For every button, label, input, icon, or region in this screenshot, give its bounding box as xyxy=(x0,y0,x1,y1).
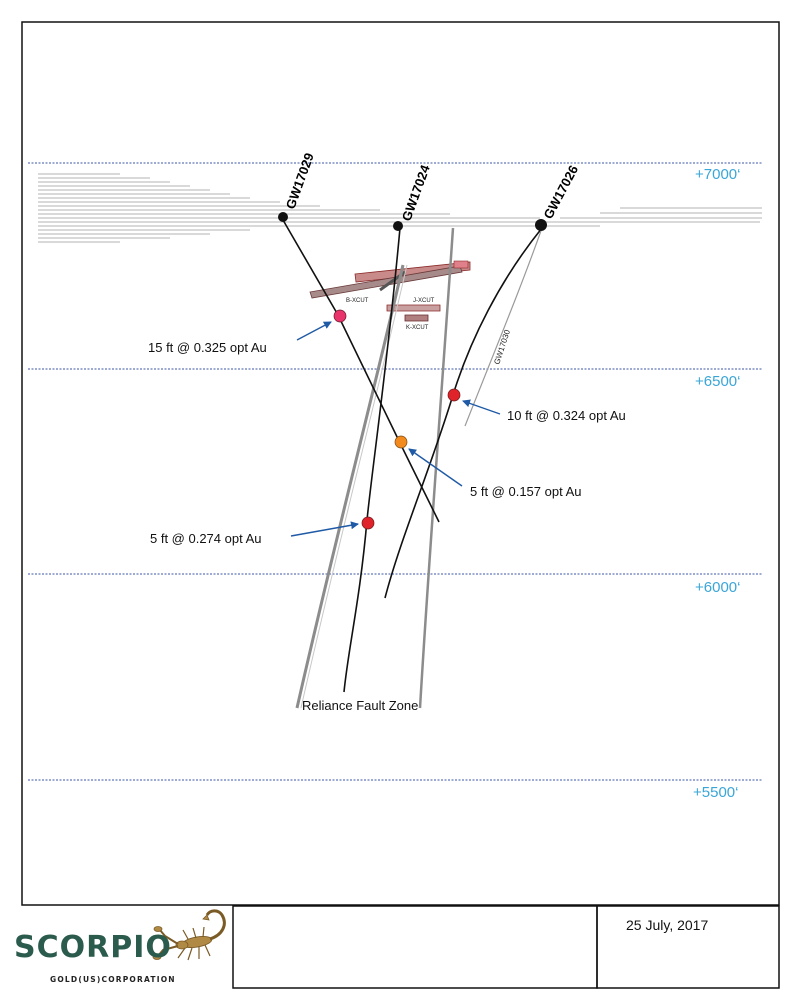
drillhole-label: GW17030 xyxy=(492,328,512,366)
callout-arrow xyxy=(408,448,463,487)
collar-marker xyxy=(535,219,547,231)
collar-marker xyxy=(393,221,403,231)
intercept-label: 15 ft @ 0.325 opt Au xyxy=(148,340,267,355)
working-label: K-XCUT xyxy=(406,325,429,331)
drillhole-trace xyxy=(282,219,440,523)
drillhole-collars xyxy=(278,212,547,231)
intercept-marker xyxy=(361,516,375,530)
fault-label: Reliance Fault Zone xyxy=(302,698,418,713)
elevation-label: +5500‘ xyxy=(693,784,738,801)
intercept-label: 5 ft @ 0.274 opt Au xyxy=(150,531,262,546)
intercept-label: 10 ft @ 0.324 opt Au xyxy=(507,408,626,423)
callout-arrow xyxy=(290,521,359,537)
company-tagline: GOLD(US)CORPORATION xyxy=(50,975,176,984)
elevation-label: +6500‘ xyxy=(695,373,740,390)
drillhole-trace-gw17030 xyxy=(464,227,543,427)
underground-workings xyxy=(309,260,471,322)
intercept-marker xyxy=(394,435,408,449)
callout-arrow xyxy=(296,321,332,341)
working-label: B-XCUT xyxy=(346,298,369,304)
intercept-marker xyxy=(447,388,461,402)
working-label: J-XCUT xyxy=(413,298,435,304)
callout-arrow xyxy=(462,399,501,415)
drawing-frame xyxy=(21,21,780,989)
callout-arrows xyxy=(290,321,501,537)
drillhole-label: GW17029 xyxy=(283,151,317,211)
company-logo-text: SCORPIO xyxy=(14,930,172,965)
intercept-marker xyxy=(333,309,347,323)
intercept-label: 5 ft @ 0.157 opt Au xyxy=(470,484,582,499)
elevation-lines xyxy=(28,162,762,781)
drillhole-label: GW17026 xyxy=(540,163,581,222)
elevation-label: +7000‘ xyxy=(695,166,740,183)
scorpion-logo-icon xyxy=(152,909,226,961)
drillhole-trace xyxy=(343,227,401,693)
elevation-label: +6000‘ xyxy=(695,579,740,596)
title-block-date: 25 July, 2017 xyxy=(626,917,709,933)
collar-marker xyxy=(278,212,288,222)
